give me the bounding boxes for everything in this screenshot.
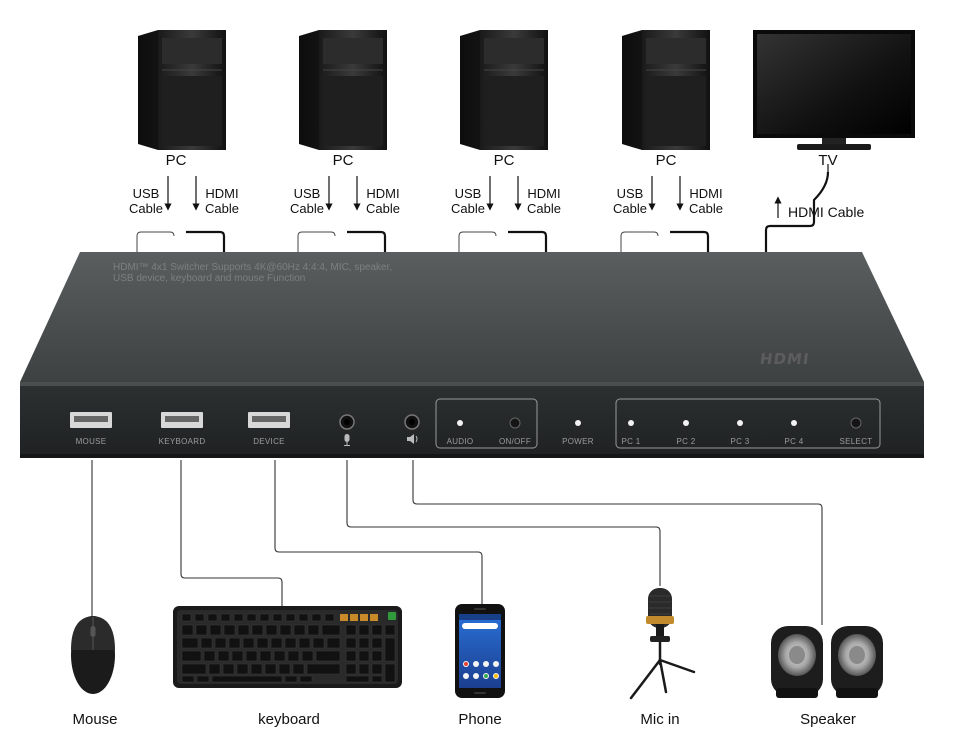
pc-tower-4 [622, 30, 710, 150]
speakers-icon [771, 626, 883, 698]
pc-tower-2 [299, 30, 387, 150]
audio-label: AUDIO [446, 437, 474, 446]
pc2-label: PC 2 [676, 437, 696, 446]
select-label: SELECT [839, 437, 873, 446]
pc-label-2: PC [332, 152, 354, 169]
switcher-description-line2: USB device, keyboard and mouse Function [113, 273, 306, 284]
pc1-label: PC 1 [621, 437, 641, 446]
microphone-icon [629, 588, 696, 700]
port-label-keyboard: KEYBOARD [158, 437, 206, 446]
port-label-device: DEVICE [253, 437, 285, 446]
mouse-label: Mouse [72, 711, 118, 728]
power-label: POWER [562, 437, 594, 446]
pc-tower-3 [460, 30, 548, 150]
usb-port-device-graphic [248, 412, 290, 428]
usb-port-mouse-graphic [70, 412, 112, 428]
speaker-label: Speaker [800, 711, 856, 728]
pc-label-4: PC [655, 152, 677, 169]
phone-icon [455, 604, 505, 698]
pc-label-3: PC [493, 152, 515, 169]
mic-glyph [344, 434, 350, 446]
pc-label-1: PC [165, 152, 187, 169]
switcher-description-line1: HDMI™ 4x1 Switcher Supports 4K@60Hz 4:4:… [113, 262, 393, 273]
top-cables [136, 164, 830, 252]
pc3-label: PC 3 [730, 437, 750, 446]
keyboard-label: keyboard [258, 711, 320, 728]
bottom-cables [91, 460, 823, 625]
switcher-box [20, 252, 924, 458]
usb-port-keyboard-graphic [161, 412, 203, 428]
mouse-icon [71, 616, 115, 694]
pc4-label: PC 4 [784, 437, 804, 446]
tv-label: TV [818, 152, 838, 169]
keyboard-icon [173, 606, 402, 688]
hdmi-logo: HDMI [758, 350, 811, 368]
phone-label: Phone [458, 711, 502, 728]
on-off-label: ON/OFF [498, 437, 532, 446]
port-label-mouse: MOUSE [75, 437, 107, 446]
speaker-glyph [407, 434, 418, 444]
tv-hdmi-cable-label: HDMI Cable [788, 204, 865, 220]
pc-cable-arrows [164, 176, 782, 218]
pc-tower-1 [138, 30, 226, 150]
tv-icon [753, 30, 915, 150]
mic-in-label: Mic in [640, 711, 680, 728]
